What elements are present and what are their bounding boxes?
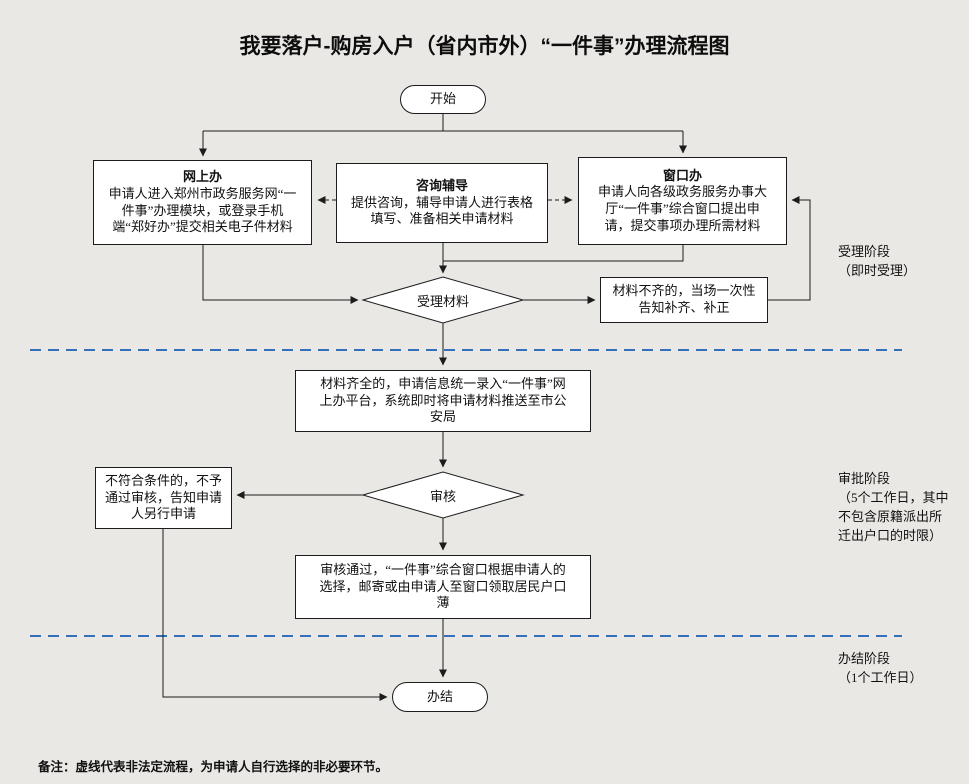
start-node: 开始 bbox=[400, 85, 486, 114]
review-decision-diamond bbox=[361, 471, 525, 519]
connector-window-merge bbox=[443, 245, 684, 262]
online-channel-node: 网上办 申请人进入郑州市政务服务网“一件事”办理模块，或登录手机端“郑好办”提交… bbox=[93, 160, 312, 245]
window-channel-title: 窗口办 bbox=[662, 167, 702, 183]
window-channel-node: 窗口办 申请人向各级政务服务办事大厅“一件事”综合窗口提出申请，提交事项办理所需… bbox=[578, 157, 787, 245]
end-node: 办结 bbox=[392, 682, 488, 712]
reject-node: 不符合条件的，不予通过审核，告知申请人另行申请 bbox=[95, 467, 232, 529]
online-channel-title: 网上办 bbox=[182, 169, 222, 185]
incomplete-materials-body: 材料不齐的，当场一次性告知补齐、补正 bbox=[612, 283, 756, 315]
approved-body: 审核通过，“一件事”综合窗口根据申请人的选择，邮寄或由申请人至窗口领取居民户口薄 bbox=[319, 562, 567, 611]
approved-node: 审核通过，“一件事”综合窗口根据申请人的选择，邮寄或由申请人至窗口领取居民户口薄 bbox=[295, 555, 591, 619]
connector-online-to-accept bbox=[202, 245, 359, 304]
complete-entry-body: 材料齐全的，申请信息统一录入“一件事”网上办平台，系统即时将申请材料推送至市公安… bbox=[319, 376, 567, 425]
stage-label-acceptance: 受理阶段 （即时受理） bbox=[838, 244, 917, 278]
end-node-label: 办结 bbox=[426, 688, 453, 704]
start-node-label: 开始 bbox=[429, 91, 456, 107]
connector-incomplete-loopback bbox=[768, 196, 811, 301]
complete-entry-node: 材料齐全的，申请信息统一录入“一件事”网上办平台，系统即时将申请材料推送至市公安… bbox=[295, 370, 591, 432]
stage-label-approval: 审批阶段 （5个工作日，其中 不包含原籍派出所 迁出户口的时限） bbox=[838, 471, 949, 543]
consult-guidance-title: 咨询辅导 bbox=[415, 178, 468, 194]
reject-body: 不符合条件的，不予通过审核，告知申请人另行申请 bbox=[104, 473, 222, 522]
accept-decision-label: 受理材料 bbox=[416, 293, 469, 309]
footnote: 备注：虚线代表非法定流程，为申请人自行选择的非必要环节。 bbox=[38, 760, 389, 774]
window-channel-body: 申请人向各级政务服务办事大厅“一件事”综合窗口提出申请，提交事项办理所需材料 bbox=[597, 184, 767, 233]
consult-guidance-node: 咨询辅导 提供咨询，辅导申请人进行表格填写、准备相关申请材料 bbox=[336, 163, 548, 243]
connector-reject-to-end bbox=[162, 529, 388, 701]
incomplete-materials-node: 材料不齐的，当场一次性告知补齐、补正 bbox=[600, 277, 768, 323]
online-channel-body: 申请人进入郑州市政务服务网“一件事”办理模块，或登录手机端“郑好办”提交相关电子… bbox=[108, 185, 297, 235]
stage-label-completion: 办结阶段 （1个工作日） bbox=[838, 651, 923, 685]
review-decision-label: 审核 bbox=[429, 488, 456, 504]
accept-decision-diamond bbox=[361, 276, 525, 324]
page-title: 我要落户-购房入户（省内市外）“一件事”办理流程图 bbox=[239, 35, 730, 58]
consult-guidance-body: 提供咨询，辅导申请人进行表格填写、准备相关申请材料 bbox=[351, 194, 534, 227]
